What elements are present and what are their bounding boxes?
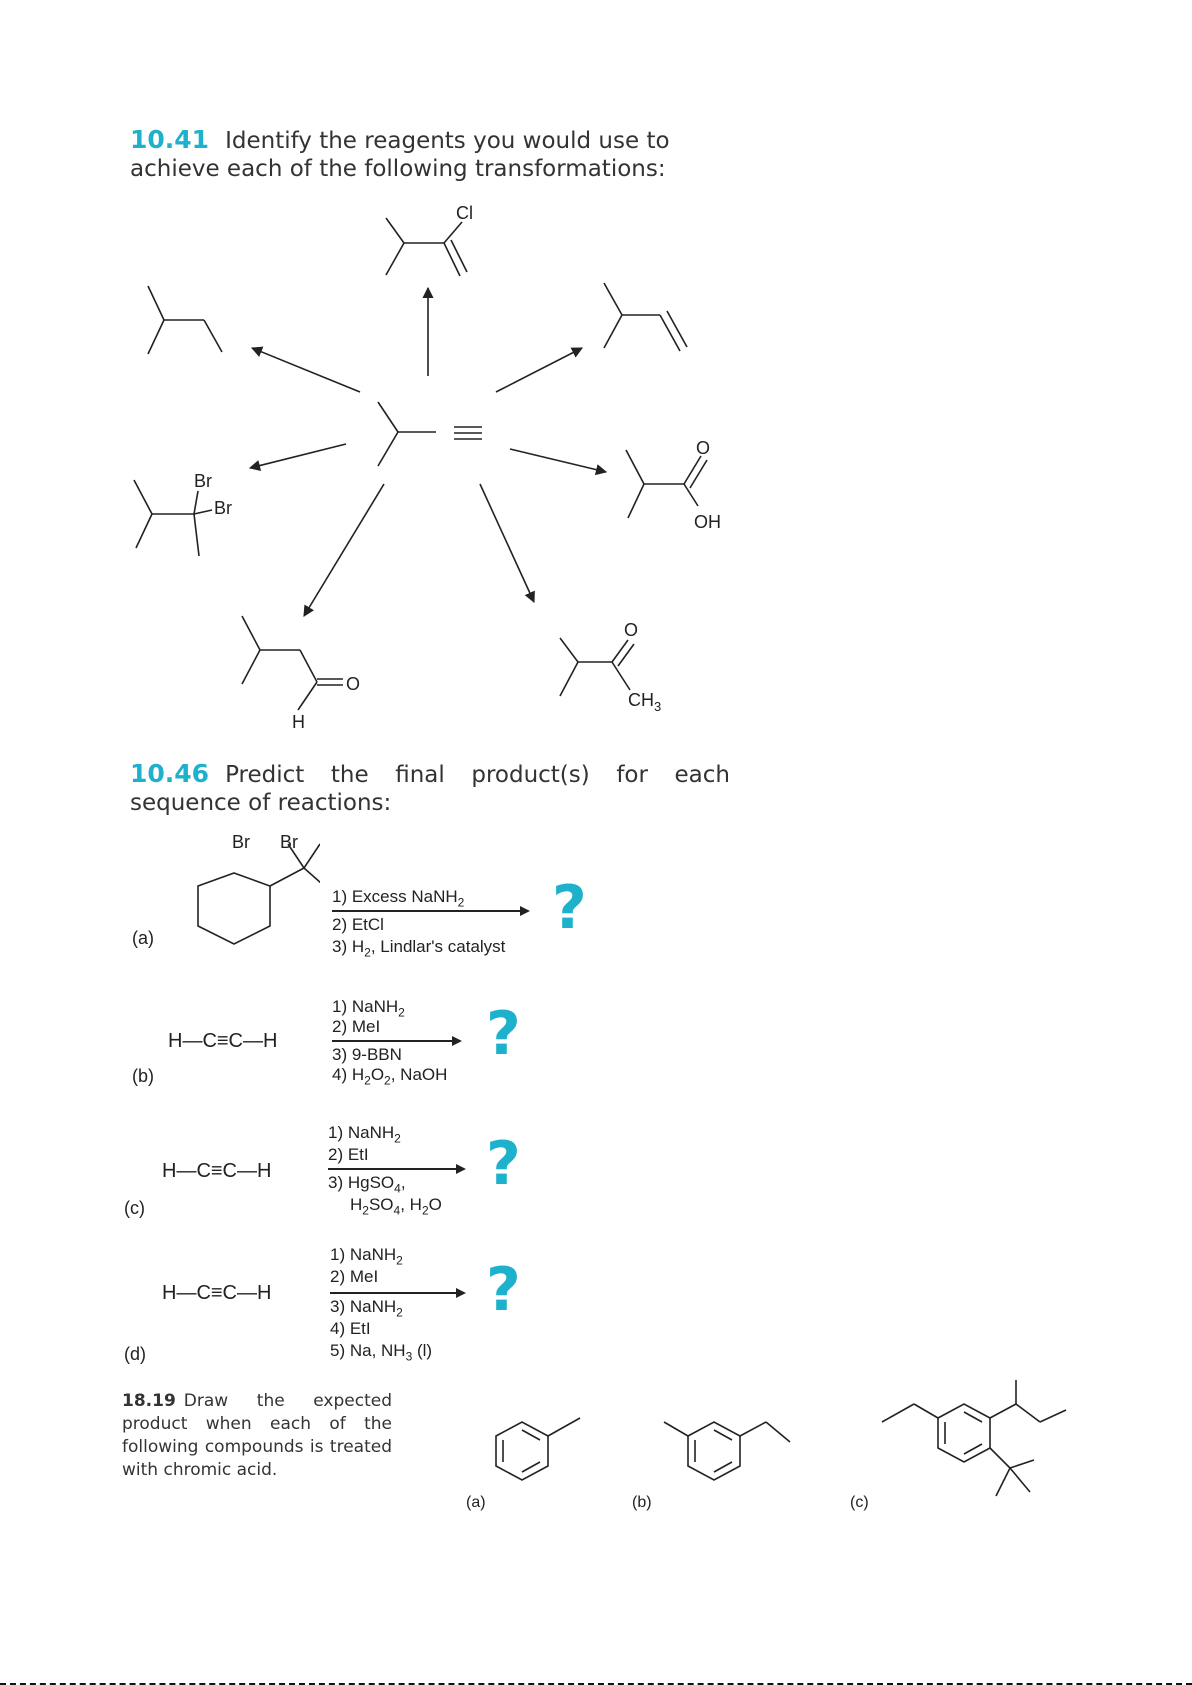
center-molecule	[377, 401, 482, 467]
lower-left-molecule	[241, 615, 343, 711]
reaction-b-step-2: 2) MeI	[332, 1017, 381, 1036]
reaction-c-step-2: 2) EtI	[328, 1145, 369, 1164]
reaction-b-step-1: 1) NaNH2	[332, 997, 405, 1020]
reaction-c-arrowhead	[456, 1164, 466, 1174]
reaction-d-label: (d)	[124, 1344, 146, 1364]
transformations-diagram: Cl Br Br O OH O CH3 O H	[133, 203, 721, 732]
reaction-d-arrowhead	[456, 1288, 466, 1298]
reaction-d-arrow	[330, 1292, 460, 1294]
reaction-a-step-1: 1) Excess NaNH2	[332, 887, 465, 910]
label-ch3: CH3	[628, 690, 661, 714]
reaction-c-step-1: 1) NaNH2	[328, 1123, 401, 1146]
label-cl: Cl	[456, 203, 473, 223]
compound-a	[495, 1417, 581, 1481]
reaction-d-step-1: 1) NaNH2	[330, 1245, 403, 1268]
reaction-d-step-5: 5) Na, NH3 (l)	[330, 1341, 433, 1364]
reaction-b-alkyne: H—C≡C—H	[168, 1030, 278, 1052]
problem-text: Identify the reagents you would use to a…	[130, 128, 670, 182]
reaction-c-alkyne: H—C≡C—H	[162, 1160, 272, 1182]
left-molecule	[133, 479, 213, 557]
top-molecule	[385, 217, 468, 277]
reaction-b-step-4: 4) H2O2, NaOH	[332, 1065, 448, 1088]
reaction-c-question: ?	[486, 1129, 521, 1199]
right-molecule	[625, 449, 708, 519]
reaction-b-arrowhead	[452, 1036, 462, 1046]
reaction-a-br-1: Br	[232, 832, 250, 852]
problem-text: Draw the expected product when each of t…	[122, 1391, 392, 1480]
upper-left-molecule	[147, 285, 223, 355]
reaction-b-question: ?	[486, 999, 521, 1069]
reaction-c-label: (c)	[124, 1198, 145, 1218]
label-o-ketone: O	[624, 620, 638, 640]
reaction-b-label: (b)	[132, 1066, 154, 1086]
problem-number: 10.46	[130, 759, 210, 788]
label-br-2: Br	[214, 498, 232, 518]
label-o-aldehyde: O	[346, 674, 360, 694]
reaction-a-step-2: 2) EtCl	[332, 915, 384, 934]
compound-a-label: (a)	[466, 1494, 486, 1511]
reaction-b-arrow	[332, 1040, 456, 1042]
problem-number: 10.41	[130, 125, 210, 154]
reaction-a-br-2: Br	[280, 832, 298, 852]
label-o-acid: O	[696, 438, 710, 458]
reaction-d-step-4: 4) EtI	[330, 1319, 371, 1338]
reaction-d-step-2: 2) MeI	[330, 1267, 379, 1286]
page-bottom-rule	[0, 1683, 1192, 1685]
reaction-c-arrow	[328, 1168, 460, 1170]
compound-c	[881, 1380, 1067, 1497]
reaction-a-arrowhead	[520, 906, 530, 916]
reaction-c-step-3b: H2SO4, H2O	[350, 1195, 442, 1218]
problem-text: Predict the final product(s) for each se…	[130, 762, 730, 816]
lower-right-molecule	[559, 637, 635, 697]
reaction-a-arrow	[332, 910, 524, 912]
aromatic-compounds	[495, 1380, 1067, 1497]
reaction-a-question: ?	[552, 873, 587, 943]
reaction-a-structure	[197, 843, 320, 945]
compound-c-label: (c)	[850, 1494, 869, 1511]
reaction-c-step-3: 3) HgSO4,	[328, 1173, 406, 1196]
reaction-b-step-3: 3) 9-BBN	[332, 1045, 402, 1064]
upper-right-molecule	[603, 282, 688, 352]
compound-b	[663, 1421, 791, 1481]
label-h-aldehyde: H	[292, 712, 305, 732]
reaction-d-question: ?	[486, 1255, 521, 1325]
reaction-a-step-3: 3) H2, Lindlar's catalyst	[332, 937, 506, 960]
reaction-d-step-3: 3) NaNH2	[330, 1297, 403, 1320]
reaction-a-label: (a)	[132, 928, 154, 948]
reaction-d-alkyne: H—C≡C—H	[162, 1282, 272, 1304]
label-oh: OH	[694, 512, 721, 532]
compound-b-label: (b)	[632, 1494, 652, 1511]
reaction-arrows	[248, 286, 608, 617]
label-br-1: Br	[194, 471, 212, 491]
problem-number: 18.19	[122, 1391, 176, 1411]
